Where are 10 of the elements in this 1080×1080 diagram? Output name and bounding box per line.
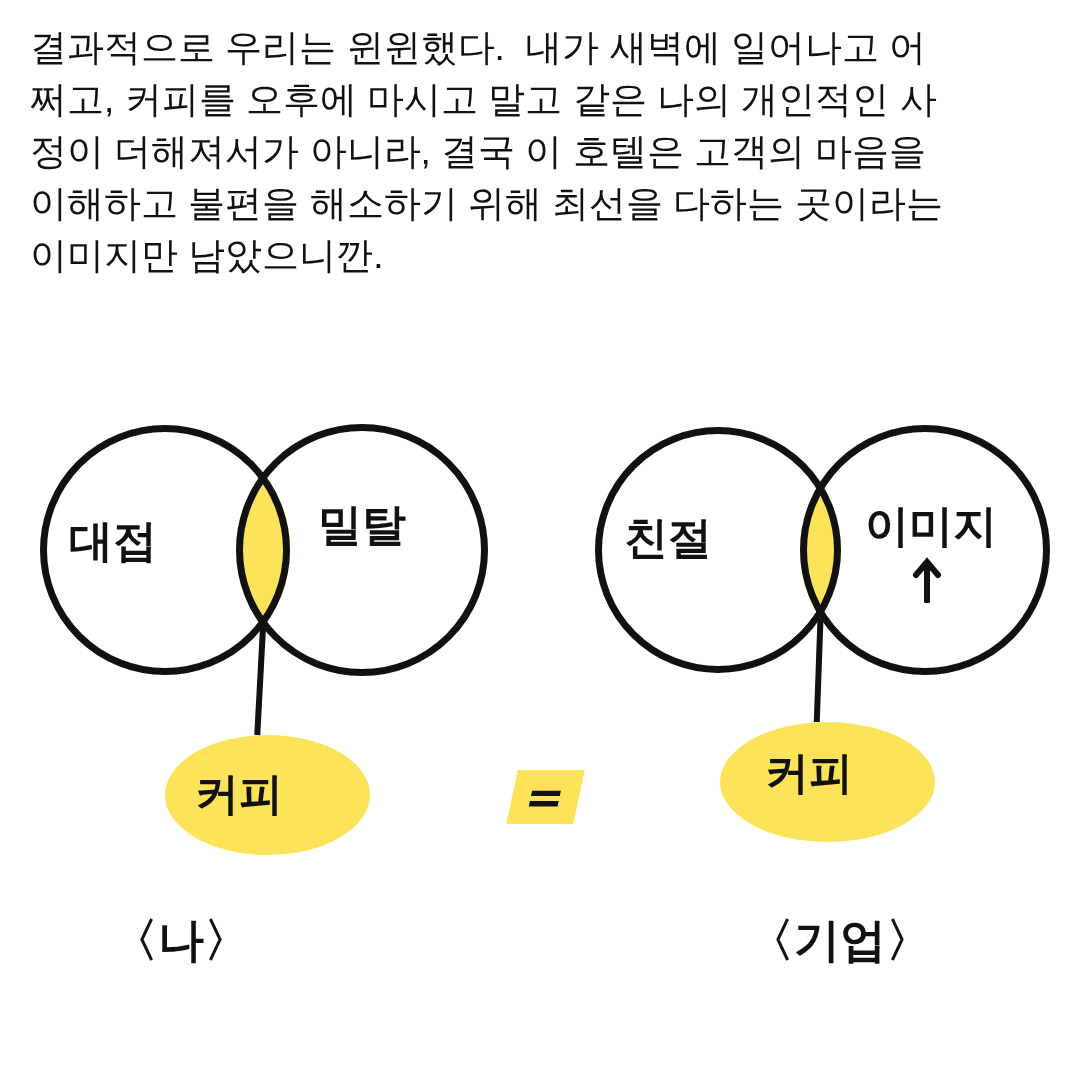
paragraph: 결과적으로 우리는 윈윈했다. 내가 새벽에 일어나고 어쩌고, 커피를 오후에 마시고 말고 같은 나의 개인적인 사정이 더해져서가 아니라, 결국 이 호텔은 고객의 마음을 이해하고 불편을 해소하기 위해 최선을 다하는 곳이라는 이미지만 남았으니깐.	[30, 26, 944, 278]
handwritten-label: 친절	[624, 511, 712, 565]
handwritten-label: 대접	[69, 514, 157, 568]
handwritten-label: 커피	[195, 767, 283, 821]
handwritten-label: 이미지	[865, 499, 997, 553]
equals-sign: =	[506, 770, 585, 824]
handwritten-label: 커피	[765, 746, 853, 800]
caption-label: 〈나〉	[112, 912, 250, 969]
caption-label: 〈기업〉	[748, 912, 932, 969]
handwritten-label: 밀탈	[318, 498, 406, 552]
